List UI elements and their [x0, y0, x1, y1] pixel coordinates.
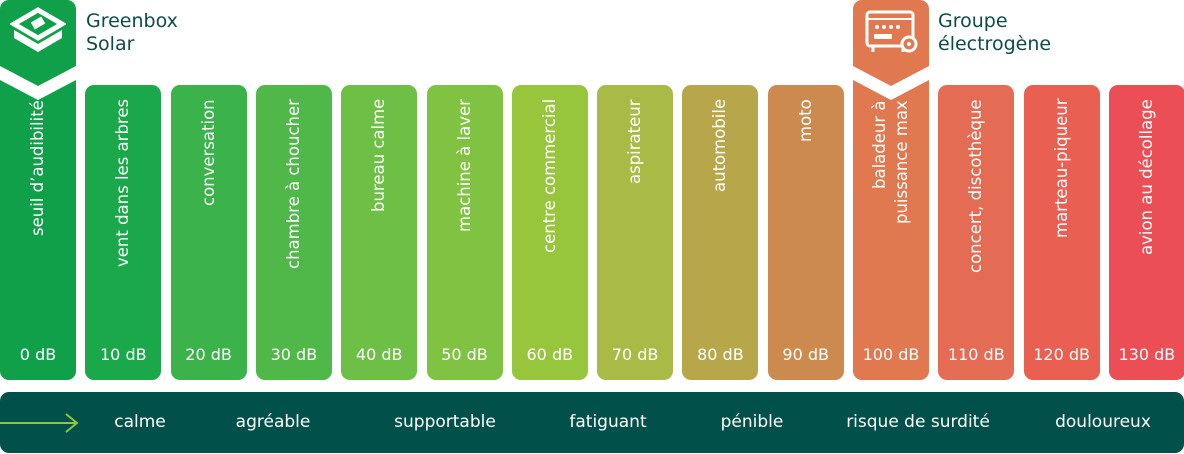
noise-source-label: marteau-piqueur — [1051, 99, 1071, 239]
noise-source-label: concert, discothèque — [966, 99, 986, 273]
noise-source-label: vent dans les arbres — [113, 99, 133, 268]
noise-source-label: moto — [795, 99, 815, 142]
level-label: risque de surdité — [846, 412, 990, 432]
decibel-value: 10 dB — [100, 345, 147, 364]
decibel-value: 90 dB — [782, 345, 829, 364]
noise-column: baladeur à puissance max 100 dB — [853, 0, 929, 380]
decibel-value: 110 dB — [947, 345, 1005, 364]
noise-column: automobile 80 dB — [682, 85, 759, 380]
noise-column: concert, discothèque 110 dB — [938, 85, 1015, 380]
decibel-value: 30 dB — [270, 345, 318, 364]
noise-column: bureau calme 40 dB — [341, 85, 418, 380]
greenbox-logo-icon — [10, 7, 66, 52]
decibel-value: 120 dB — [1033, 345, 1090, 364]
noise-column: marteau-piqueur 120 dB — [1023, 85, 1100, 380]
noise-column: moto 90 dB — [767, 85, 844, 380]
level-label: fatiguant — [569, 412, 647, 432]
level-label: pénible — [720, 412, 784, 432]
decibel-value: 0 dB — [19, 345, 57, 364]
decibel-value: 40 dB — [355, 345, 403, 364]
level-label: douloureux — [1055, 412, 1151, 432]
noise-column: aspirateur 70 dB — [597, 85, 674, 380]
noise-column: seuil d’audibilité 0 dB — [0, 0, 76, 380]
noise-source-label: seuil d’audibilité — [28, 100, 47, 236]
generator-icon — [865, 10, 918, 53]
decibel-value: 60 dB — [526, 345, 574, 364]
noise-column: vent dans les arbres 10 dB — [85, 85, 162, 380]
noise-column: chambre à choucher 30 dB — [255, 85, 332, 380]
noise-column: machine à laver 50 dB — [426, 85, 503, 380]
decibel-value: 130 dB — [1118, 345, 1176, 364]
noise-source-label: automobile — [710, 99, 730, 193]
level-label: supportable — [394, 412, 496, 432]
arrow-right-icon — [0, 413, 79, 433]
comfort-level-bar: calme agréable supportable fatiguant pén… — [0, 392, 1184, 453]
decibel-value: 100 dB — [862, 345, 920, 364]
decibel-value: 20 dB — [185, 345, 232, 364]
chevron-band-icon — [0, 66, 76, 100]
level-label: calme — [114, 412, 166, 432]
brand-greenbox-solar: Greenbox Solar — [86, 10, 178, 55]
chevron-band-icon — [853, 66, 929, 100]
noise-source-label: conversation — [198, 99, 218, 206]
noise-source-label: baladeur à puissance max — [870, 100, 911, 224]
noise-column: avion au décollage 130 dB — [1108, 85, 1184, 380]
noise-source-label: avion au décollage — [1136, 99, 1156, 255]
noise-column: conversation 20 dB — [170, 85, 247, 380]
noise-source-label: centre commercial — [539, 99, 559, 254]
noise-source-label: chambre à choucher — [283, 99, 303, 269]
noise-source-label: aspirateur — [625, 99, 645, 184]
decibel-value: 50 dB — [441, 345, 488, 364]
noise-column: centre commercial 60 dB — [511, 85, 588, 380]
noise-source-label: bureau calme — [369, 99, 389, 213]
level-label: agréable — [235, 412, 311, 432]
decibel-value: 80 dB — [697, 345, 744, 364]
noise-source-label: machine à laver — [454, 99, 474, 232]
brand-groupe-electrogene: Groupe électrogène — [938, 10, 1052, 55]
decibel-value: 70 dB — [611, 345, 659, 364]
